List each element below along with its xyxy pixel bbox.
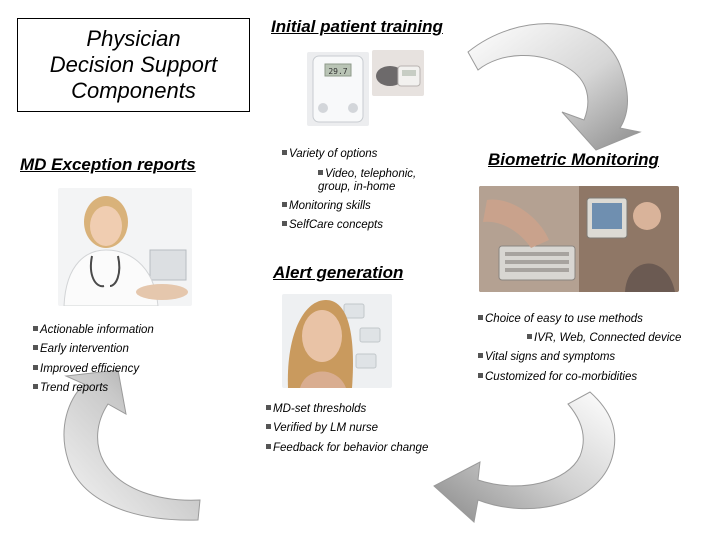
square-bullet-icon [282,202,287,207]
training-subitem-1-cont: group, in-home [318,181,396,193]
alert-item-2: Verified by LM nurse [266,421,378,435]
device-display-readout: 29.7 [328,67,347,76]
biometric-monitoring-photo [479,186,679,292]
physician-photo [58,188,192,306]
biometric-item-1: Choice of easy to use methods [478,312,643,326]
square-bullet-icon [266,424,271,429]
biometric-heading: Biometric Monitoring [488,150,659,169]
title-box: Physician Decision Support Components [17,18,250,112]
biometric-item-2: Vital signs and symptoms [478,350,615,364]
title-line-2: Decision Support [49,52,218,77]
square-bullet-icon [33,384,38,389]
biometric-subitem-1: IVR, Web, Connected device [527,331,681,345]
md-reports-item-2: Early intervention [33,342,129,356]
curved-arrow-icon [433,391,616,523]
biometric-item-3: Customized for co-morbidities [478,370,637,384]
training-item-2: Monitoring skills [282,199,371,213]
alert-item-1: MD-set thresholds [266,402,366,416]
md-reports-heading: MD Exception reports [20,155,196,174]
title-line-3: Components [71,78,196,103]
alert-generation-photo [282,294,392,388]
square-bullet-icon [33,345,38,350]
alert-item-3: Feedback for behavior change [266,441,428,455]
md-reports-item-1: Actionable information [33,323,154,337]
square-bullet-icon [478,315,483,320]
curved-arrow-icon [467,23,642,151]
square-bullet-icon [282,221,287,226]
square-bullet-icon [33,326,38,331]
md-reports-item-4: Trend reports [33,381,108,395]
training-subitem-1: Video, telephonic, [318,167,416,181]
square-bullet-icon [266,444,271,449]
curved-arrow-icon [63,369,201,521]
alert-heading: Alert generation [273,263,404,282]
training-item-1: Variety of options [282,147,377,161]
title-line-1: Physician [86,26,181,51]
square-bullet-icon [282,150,287,155]
square-bullet-icon [318,170,323,175]
square-bullet-icon [478,353,483,358]
square-bullet-icon [478,373,483,378]
blood-pressure-monitor-photo [372,50,424,96]
square-bullet-icon [33,365,38,370]
scale-device-photo: 29.7 [307,52,369,126]
square-bullet-icon [527,334,532,339]
square-bullet-icon [266,405,271,410]
training-item-3: SelfCare concepts [282,218,383,232]
training-heading: Initial patient training [271,17,443,36]
md-reports-item-3: Improved efficiency [33,362,139,376]
